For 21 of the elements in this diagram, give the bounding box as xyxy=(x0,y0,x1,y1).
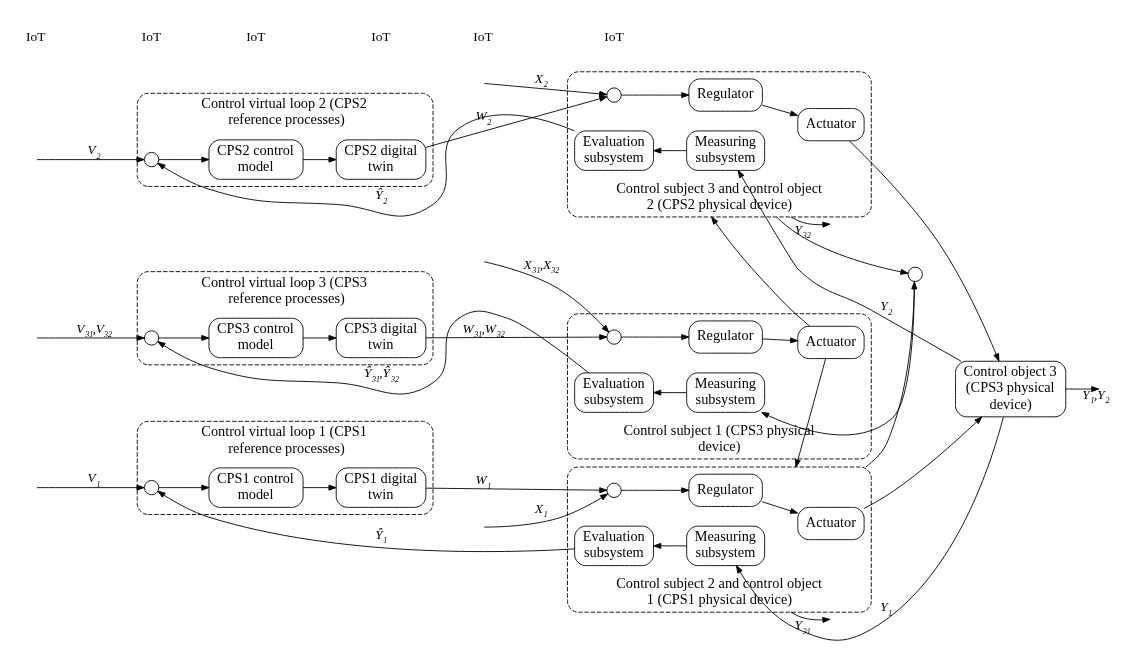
edge-label: Ŷ$_{1}$ xyxy=(375,526,388,546)
edge-label: Ŷ$_{2}$ xyxy=(375,187,388,206)
edge-label: W$_{1}$ xyxy=(475,472,492,491)
edge-label: Y$_{2}$ xyxy=(880,298,893,317)
edge-label: X$_{1}$ xyxy=(534,500,548,520)
label: IoT xyxy=(473,28,493,44)
edge-label: V$_{2}$ xyxy=(87,142,101,161)
label: IoT xyxy=(604,28,624,44)
edge-label: X$_{31}$,X$_{32}$ xyxy=(523,256,560,276)
edge-label: X$_{2}$ xyxy=(534,70,548,90)
label: IoT xyxy=(371,28,391,44)
label: IoT xyxy=(246,28,266,44)
edge-label: Y$_{32}$ xyxy=(794,221,811,241)
edge-label: Ŷ$_{31}$,Ŷ$_{32}$ xyxy=(364,365,399,384)
label: IoT xyxy=(141,28,162,44)
edge-label: V$_{1}$ xyxy=(87,470,101,489)
edge-label: W$_{31}$,W$_{32}$ xyxy=(462,320,505,340)
edge-label: V$_{31}$,V$_{32}$ xyxy=(76,320,113,340)
edge-label: Y$_{1}$,Y$_{2}$ xyxy=(1082,386,1110,406)
label: IoT xyxy=(26,28,46,44)
edge-label: Y$_{1}$ xyxy=(880,599,893,618)
